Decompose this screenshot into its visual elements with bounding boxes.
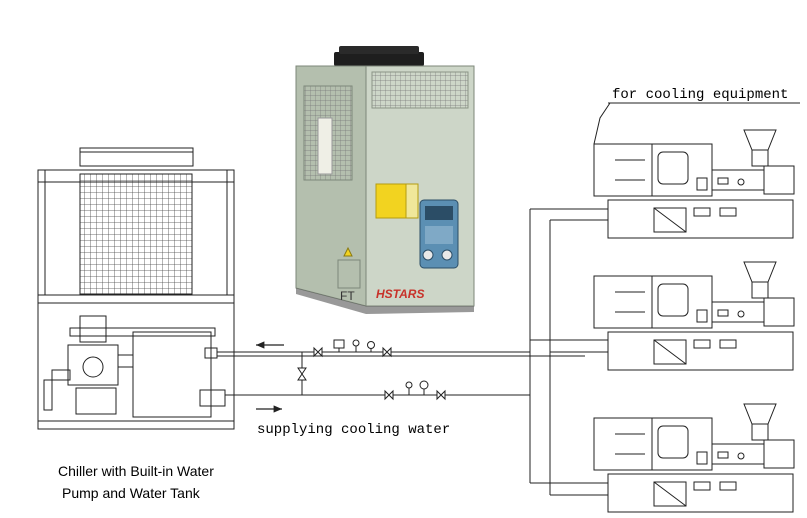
chiller-unit-photo: FT HSTARS [295, 46, 475, 314]
supply-line-valves [384, 380, 446, 401]
injection-machine-2 [593, 261, 795, 371]
equipment-leader-line [593, 102, 611, 145]
brand-logo: HSTARS [376, 287, 424, 301]
supply-label: supplying cooling water [257, 422, 450, 438]
chiller-caption-line2: Pump and Water Tank [62, 485, 201, 501]
return-line-valves [313, 339, 392, 358]
injection-machine-3 [593, 403, 795, 513]
chiller-caption-line1: Chiller with Built-in Water [58, 463, 214, 479]
svg-text:FT: FT [340, 289, 355, 303]
equipment-label: for cooling equipment [612, 87, 788, 103]
piping [217, 208, 608, 496]
bypass-valve [297, 367, 307, 381]
chiller-line-drawing [37, 147, 235, 430]
injection-machine-1 [593, 129, 795, 239]
